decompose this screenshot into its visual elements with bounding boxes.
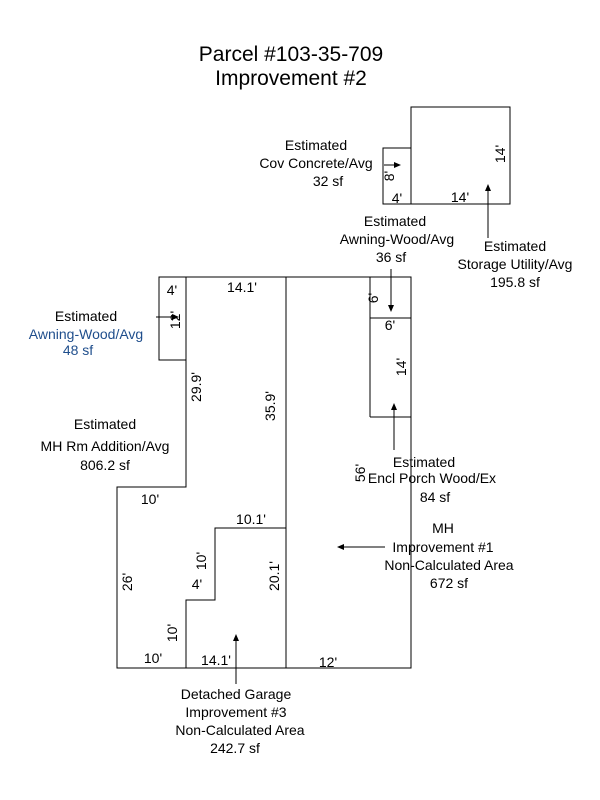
encl-porch-label-line-2: Encl Porch Wood/Ex bbox=[368, 470, 496, 486]
cov-concrete-label-line-2: Cov Concrete/Avg bbox=[259, 155, 372, 171]
mh-improvement-label-line-4: 672 sf bbox=[430, 575, 468, 591]
garage-label-line-2: Improvement #3 bbox=[185, 704, 286, 720]
title-line-2: Improvement #2 bbox=[215, 67, 367, 90]
mh-improvement-label-line-3: Non-Calculated Area bbox=[384, 557, 513, 573]
label-detached-garage: Detached Garage Improvement #3 Non-Calcu… bbox=[175, 686, 304, 756]
cov-concrete-outline bbox=[382, 147, 412, 205]
dim-lower-mid-vertical: 20.1' bbox=[266, 561, 282, 591]
awning-left-arrow-head bbox=[172, 314, 179, 320]
awning-left-label-line-2: Awning-Wood/Avg bbox=[29, 326, 143, 342]
label-mh-improvement: MH Improvement #1 Non-Calculated Area 67… bbox=[384, 520, 513, 591]
dim-storage-bottom: 14' bbox=[451, 189, 469, 205]
mh-improvement-label-line-1: MH bbox=[432, 520, 454, 536]
cov-concrete-arrow-head bbox=[394, 162, 401, 168]
porch-arrow-head bbox=[391, 403, 397, 410]
dim-awning-left-top: 4' bbox=[167, 282, 177, 298]
awning-left-outline bbox=[158, 276, 187, 361]
main-building bbox=[116, 276, 412, 669]
dim-awning-right-small: 6' bbox=[365, 293, 381, 303]
mh-rm-addition-label-line-3: 806.2 sf bbox=[80, 457, 130, 473]
garage-arrow-head bbox=[233, 634, 239, 641]
garage-label-line-3: Non-Calculated Area bbox=[175, 722, 304, 738]
garage-label-line-4: 242.7 sf bbox=[210, 740, 260, 756]
mh-arrow-head bbox=[337, 544, 344, 550]
awning-top-label-line-2: Awning-Wood/Avg bbox=[340, 231, 454, 247]
encl-porch-label-line-1: Estimated bbox=[393, 454, 455, 470]
dim-awning-right-bottom: 6' bbox=[385, 317, 395, 333]
awning-top-label-line-3: 36 sf bbox=[376, 249, 406, 265]
garage-outline bbox=[185, 527, 286, 668]
label-encl-porch: Estimated Encl Porch Wood/Ex 84 sf bbox=[368, 454, 496, 505]
cov-concrete-label-line-3: 32 sf bbox=[313, 173, 343, 189]
storage-label-line-1: Estimated bbox=[484, 238, 546, 254]
encl-porch-label-line-3: 84 sf bbox=[420, 489, 450, 505]
dim-awning-left-side: 12' bbox=[167, 311, 183, 329]
dim-bottom-left-vertical: 10' bbox=[164, 624, 180, 642]
dim-bottom-right: 12' bbox=[319, 654, 337, 670]
mh-rm-addition-label-line-1: Estimated bbox=[74, 416, 136, 432]
dim-top-left: 14.1' bbox=[227, 279, 257, 295]
dim-step-small: 4' bbox=[192, 576, 202, 592]
dim-storage-vertical: 14' bbox=[492, 145, 508, 163]
awning-top-label-line-1: Estimated bbox=[364, 213, 426, 229]
dim-cov-small-bottom: 4' bbox=[392, 190, 402, 206]
dim-step-top: 10.1' bbox=[236, 511, 266, 527]
storage-structure bbox=[382, 106, 511, 205]
label-cov-concrete: Estimated Cov Concrete/Avg 32 sf bbox=[259, 137, 372, 189]
awning-left-label-line-3: 48 sf bbox=[63, 342, 93, 358]
label-mh-rm-addition: Estimated MH Rm Addition/Avg 806.2 sf bbox=[41, 416, 170, 473]
storage-label-line-3: 195.8 sf bbox=[490, 274, 540, 290]
dim-cov-small-left: 8' bbox=[381, 171, 397, 181]
dim-left-step: 10' bbox=[141, 491, 159, 507]
awning-left-label-line-1: Estimated bbox=[55, 308, 117, 324]
title-line-1: Parcel #103-35-709 bbox=[199, 43, 383, 66]
mh-rm-addition-label-line-2: MH Rm Addition/Avg bbox=[41, 438, 170, 454]
dim-left-lower-vertical: 26' bbox=[119, 573, 135, 591]
label-storage-utility: Estimated Storage Utility/Avg 195.8 sf bbox=[458, 238, 573, 290]
building-outline bbox=[116, 276, 412, 669]
label-awning-left: Estimated Awning-Wood/Avg 48 sf bbox=[29, 308, 143, 358]
dim-step-vertical: 10' bbox=[193, 552, 209, 570]
mh-improvement-label-line-2: Improvement #1 bbox=[392, 539, 493, 555]
dim-porch-vertical: 14' bbox=[393, 358, 409, 376]
storage-label-line-2: Storage Utility/Avg bbox=[458, 256, 573, 272]
dim-bottom-left: 10' bbox=[144, 650, 162, 666]
cov-concrete-label-line-1: Estimated bbox=[285, 137, 347, 153]
dim-mid-vertical: 35.9' bbox=[262, 391, 278, 421]
garage-label-line-1: Detached Garage bbox=[181, 686, 292, 702]
dim-bottom-mid: 14.1' bbox=[201, 652, 231, 668]
dim-right-vertical: 56' bbox=[352, 464, 368, 482]
dim-left-upper-vertical: 29.9' bbox=[188, 372, 204, 402]
label-awning-top: Estimated Awning-Wood/Avg 36 sf bbox=[340, 213, 454, 265]
storage-arrow-head bbox=[485, 184, 491, 191]
awning-top-arrow-head bbox=[388, 305, 394, 312]
